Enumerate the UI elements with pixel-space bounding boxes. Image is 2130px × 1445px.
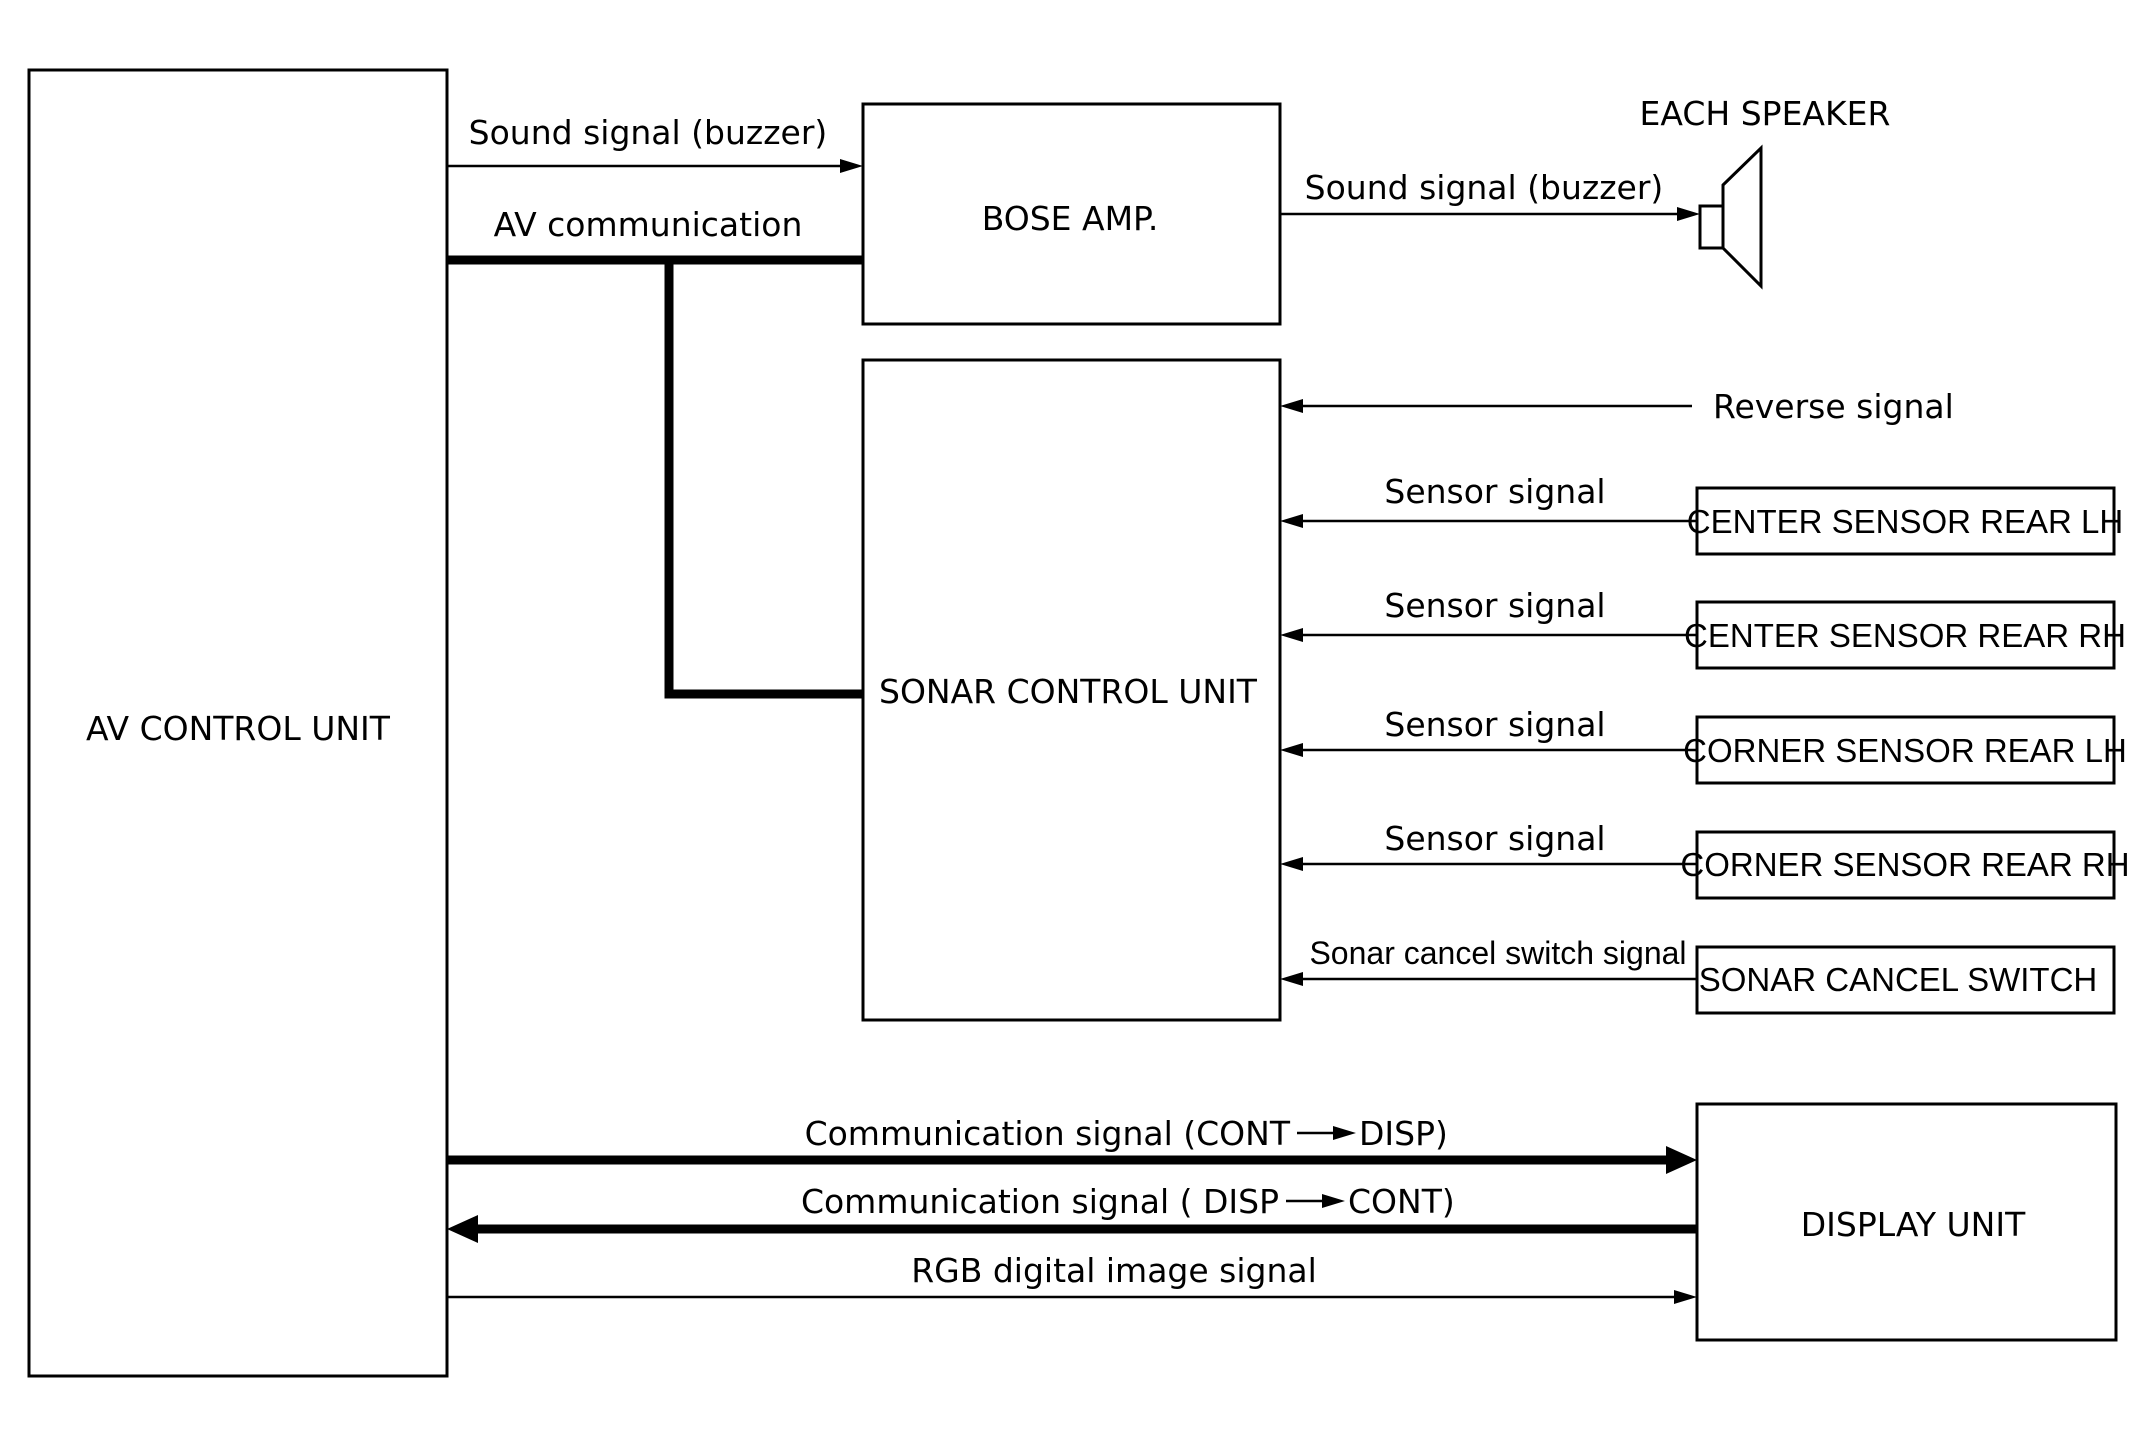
av-communication-bus: AV communication (447, 205, 863, 699)
sound-signal-to-speaker: Sound signal (buzzer) (1280, 168, 1700, 221)
arrow-right-icon (1677, 207, 1700, 221)
connector-line (447, 255, 863, 699)
signal-label: Reverse signal (1713, 387, 1954, 426)
sonar-cancel-switch: SONAR CANCEL SWITCH (1695, 945, 2116, 1015)
signal-label: Sensor signal (1384, 586, 1605, 625)
arrow-left-icon (1280, 857, 1303, 871)
sensor-label: CORNER SENSOR REAR LH (1683, 732, 2127, 769)
bose-amp-block: BOSE AMP. (861, 102, 1282, 326)
arrow-right-icon (1674, 1290, 1697, 1304)
arrow-left-icon (447, 1215, 478, 1243)
speaker-cone (1721, 144, 1763, 290)
each-speaker-label: EACH SPEAKER (1640, 94, 1891, 133)
speaker-icon (1698, 144, 1763, 290)
sensor-box (1695, 715, 2116, 785)
sonar-cancel-switch-signal: Sonar cancel switch signal (1280, 935, 1697, 986)
sensor-label: CORNER SENSOR REAR RH (1680, 846, 2129, 883)
bose-amp-label: BOSE AMP. (982, 199, 1159, 238)
sound-signal-to-amp: Sound signal (buzzer) (447, 113, 863, 173)
sensor-signal-center-rh: Sensor signal (1280, 586, 1697, 642)
signal-label-suffix: CONT) (1348, 1182, 1455, 1221)
arrow-right-icon (1322, 1194, 1345, 1208)
signal-label: Sonar cancel switch signal (1309, 935, 1686, 971)
signal-label: Sensor signal (1384, 705, 1605, 744)
av-control-unit-label: AV CONTROL UNIT (86, 709, 391, 748)
speaker-magnet (1698, 204, 1725, 250)
display-unit-block: DISPLAY UNIT (1695, 1102, 2118, 1342)
signal-label: AV communication (494, 205, 803, 244)
signal-label-suffix: DISP) (1359, 1114, 1448, 1153)
arrow-left-icon (1280, 399, 1303, 413)
arrow-right-icon (1666, 1146, 1697, 1174)
comm-signal-disp-to-cont: Communication signal ( DISP CONT) (447, 1182, 1697, 1243)
display-unit-box (1695, 1102, 2118, 1342)
arrow-left-icon (1280, 743, 1303, 757)
signal-label: RGB digital image signal (911, 1251, 1317, 1290)
sonar-control-unit-block: SONAR CONTROL UNIT (861, 358, 1282, 1022)
sensor-signal-corner-rh: Sensor signal (1280, 819, 1697, 871)
av-control-unit-block: AV CONTROL UNIT (27, 68, 449, 1378)
arrow-left-icon (1280, 628, 1303, 642)
sonar-control-unit-box (861, 358, 1282, 1022)
arrow-left-icon (1280, 514, 1303, 528)
sensor-signal-center-lh: Sensor signal (1280, 472, 1697, 528)
sensor-corner-rear-rh: CORNER SENSOR REAR RH (1680, 830, 2130, 900)
sensor-label: SONAR CANCEL SWITCH (1699, 961, 2097, 998)
av-control-unit-box (27, 68, 449, 1378)
signal-label-prefix: Communication signal ( DISP (801, 1182, 1279, 1221)
sensor-signal-corner-lh: Sensor signal (1280, 705, 1697, 757)
reverse-signal: Reverse signal (1280, 387, 1954, 426)
sensor-label: CENTER SENSOR REAR RH (1684, 617, 2126, 654)
signal-label: Sound signal (buzzer) (469, 113, 828, 152)
sensor-box (1695, 486, 2116, 556)
comm-signal-cont-to-disp: Communication signal (CONT DISP) (447, 1114, 1697, 1174)
sensor-corner-rear-lh: CORNER SENSOR REAR LH (1683, 715, 2127, 785)
display-unit-label: DISPLAY UNIT (1801, 1205, 2026, 1244)
rgb-image-signal: RGB digital image signal (447, 1251, 1697, 1304)
arrow-left-icon (1280, 972, 1303, 986)
signal-label: Sensor signal (1384, 472, 1605, 511)
arrow-right-icon (840, 159, 863, 173)
signal-label-prefix: Communication signal (CONT (805, 1114, 1291, 1153)
signal-label: Sensor signal (1384, 819, 1605, 858)
sensor-center-rear-rh: CENTER SENSOR REAR RH (1684, 600, 2126, 670)
arrow-right-icon (1333, 1126, 1356, 1140)
sensor-center-rear-lh: CENTER SENSOR REAR LH (1687, 486, 2123, 556)
signal-label: Sound signal (buzzer) (1305, 168, 1664, 207)
sensor-label: CENTER SENSOR REAR LH (1687, 503, 2123, 540)
bose-amp-box (861, 102, 1282, 326)
sonar-control-unit-label: SONAR CONTROL UNIT (879, 672, 1258, 711)
